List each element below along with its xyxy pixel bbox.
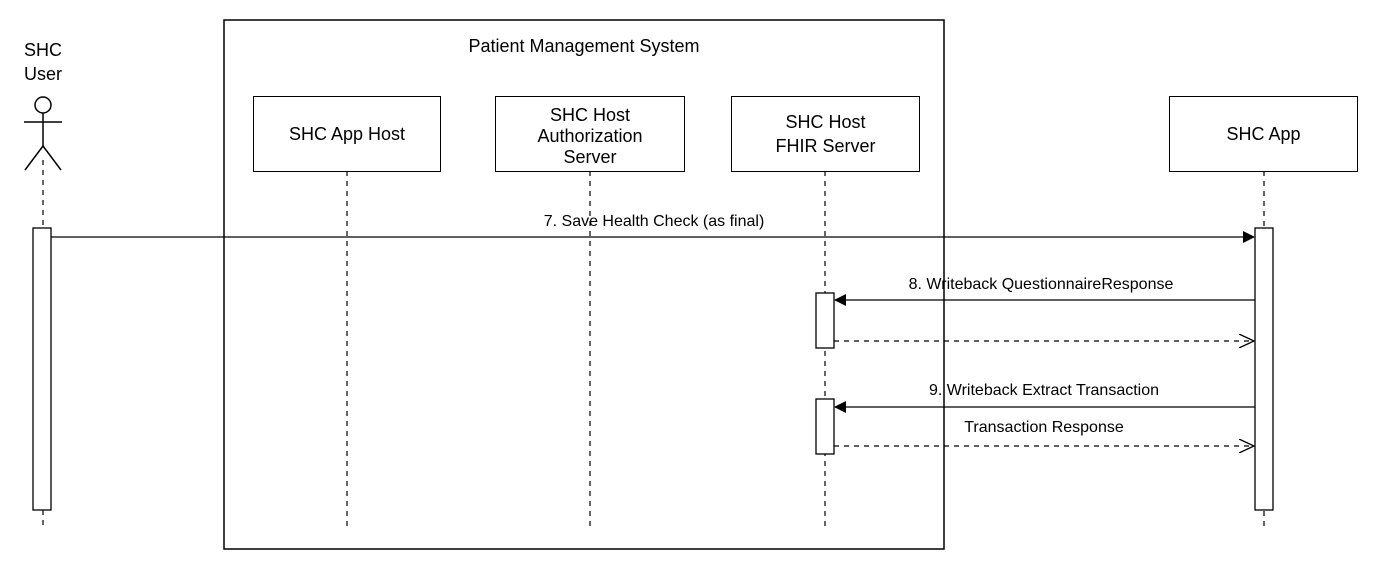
group-title: Patient Management System: [468, 36, 700, 56]
participant-fhir-server: SHC Host FHIR Server: [731, 96, 920, 172]
activation-fhir-1: [815, 292, 835, 349]
actor-label-line2: User: [23, 64, 62, 84]
participant-shc-app: SHC App: [1169, 96, 1358, 172]
participant-shc-app-label: SHC App: [1226, 123, 1301, 144]
message-m9-reply-label: Transaction Response: [964, 419, 1124, 436]
auth-server-label-line2: Authorization: [537, 125, 643, 146]
auth-server-label-line1: SHC Host: [549, 104, 630, 125]
message-m8-label: 8. Writeback QuestionnaireResponse: [908, 276, 1174, 293]
group-frame: [223, 19, 945, 550]
participant-auth-server: SHC Host Authorization Server: [495, 96, 685, 172]
participant-app-host-label: SHC App Host: [288, 123, 406, 144]
message-m9-label: 9. Writeback Extract Transaction: [928, 382, 1160, 399]
fhir-server-label-line1: SHC Host: [785, 112, 866, 132]
fhir-server-label-line2: FHIR Server: [775, 136, 876, 156]
participant-app-host: SHC App Host: [253, 96, 441, 172]
activation-user: [32, 227, 52, 511]
actor-icon: [24, 96, 62, 171]
message-m7-label: 7. Save Health Check (as final): [543, 213, 765, 230]
activation-fhir-2: [815, 398, 835, 455]
auth-server-label-line3: Server: [563, 146, 617, 167]
actor-label-line1: SHC: [23, 40, 62, 60]
activation-shc-app: [1254, 227, 1274, 511]
